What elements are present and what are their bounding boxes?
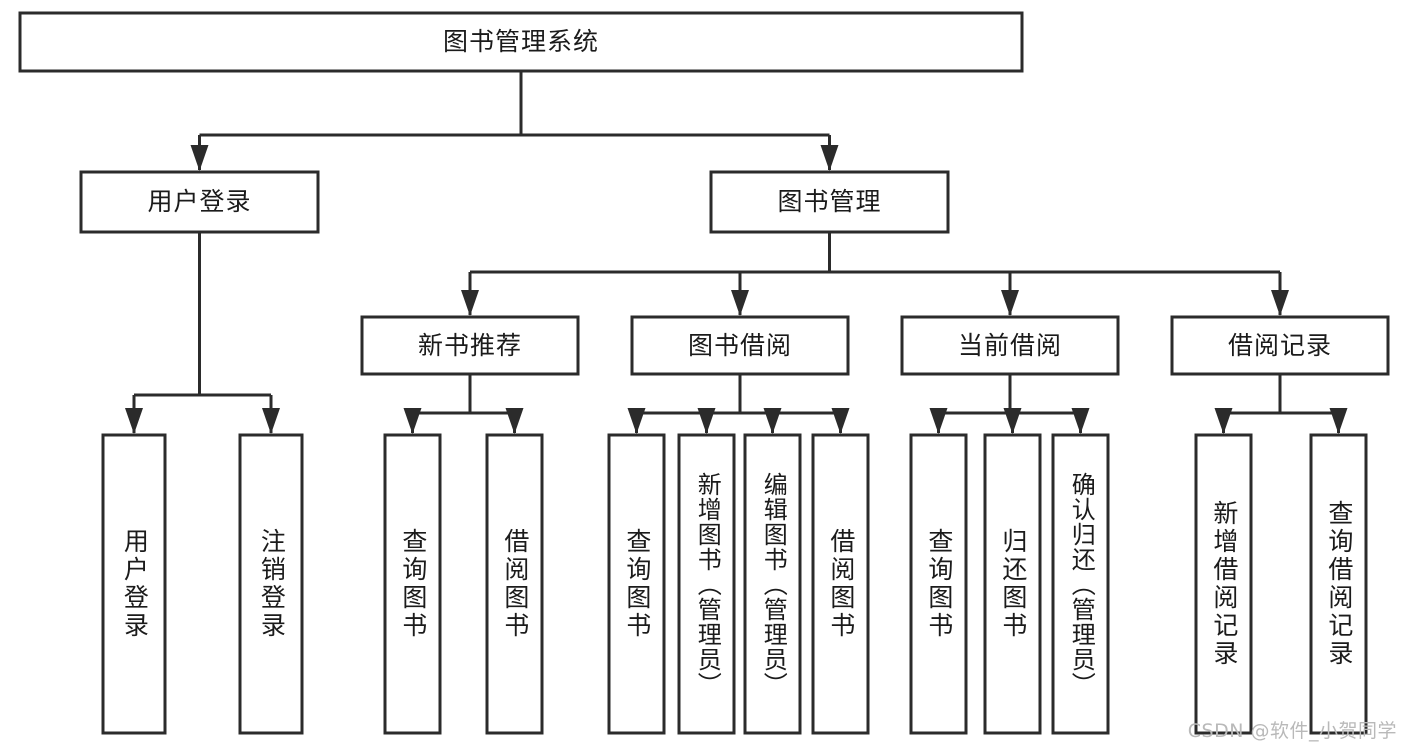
node-box-leaf-borrow-book-1: [485, 433, 544, 735]
arrow-head-icon-borrow-record: [1271, 290, 1289, 316]
node-box-root: [18, 11, 1024, 73]
arrow-head-icon-leaf-user-logout: [262, 408, 280, 434]
arrow-head-icon-leaf-user-login: [125, 408, 143, 434]
arrow-head-icon-leaf-query-book-2: [627, 408, 646, 434]
node-box-leaf-query-record: [1309, 433, 1368, 735]
node-box-leaf-user-login: [101, 433, 167, 735]
arrow-head-icon-current-borrow: [1001, 290, 1019, 316]
arrow-head-icon-leaf-borrow-book-2: [831, 408, 850, 434]
node-box-leaf-confirm-return: [1051, 433, 1110, 735]
arrow-head-icon-book-borrow: [731, 290, 749, 316]
arrow-head-icon-leaf-query-record: [1329, 408, 1348, 434]
node-box-leaf-query-book-3: [909, 433, 968, 735]
node-box-leaf-query-book-2: [607, 433, 666, 735]
arrow-head-icon-leaf-add-book: [697, 408, 716, 434]
arrow-head-icon-leaf-borrow-book-1: [505, 408, 524, 434]
node-box-user-login: [79, 170, 320, 234]
connector-layer: [125, 71, 1348, 434]
arrow-head-icon-leaf-query-book-1: [403, 408, 422, 434]
node-box-leaf-borrow-book-2: [811, 433, 870, 735]
watermark-text: CSDN @软件_小贺同学: [1187, 720, 1397, 742]
arrow-head-icon-leaf-confirm-return: [1071, 408, 1090, 434]
node-box-leaf-query-book-1: [383, 433, 442, 735]
node-box-book-borrow: [630, 315, 850, 376]
arrow-head-icon-new-book-recommend: [461, 290, 479, 316]
node-box-leaf-user-logout: [238, 433, 304, 735]
node-box-leaf-add-book: [677, 433, 736, 735]
node-box-leaf-edit-book: [743, 433, 802, 735]
arrow-head-icon-leaf-query-book-3: [929, 408, 948, 434]
node-box-current-borrow: [900, 315, 1120, 376]
arrow-head-icon-leaf-add-record: [1214, 408, 1233, 434]
node-box-leaf-return-book: [983, 433, 1042, 735]
node-box-book-manage: [709, 170, 950, 234]
arrow-head-icon-user-login: [190, 145, 209, 171]
node-box-layer: [18, 11, 1390, 735]
node-box-new-book-recommend: [360, 315, 580, 376]
arrow-head-icon-book-manage: [820, 145, 839, 171]
node-box-leaf-add-record: [1194, 433, 1253, 735]
node-box-borrow-record: [1170, 315, 1390, 376]
arrow-head-icon-leaf-return-book: [1003, 408, 1022, 434]
arrow-head-icon-leaf-edit-book: [763, 408, 782, 434]
